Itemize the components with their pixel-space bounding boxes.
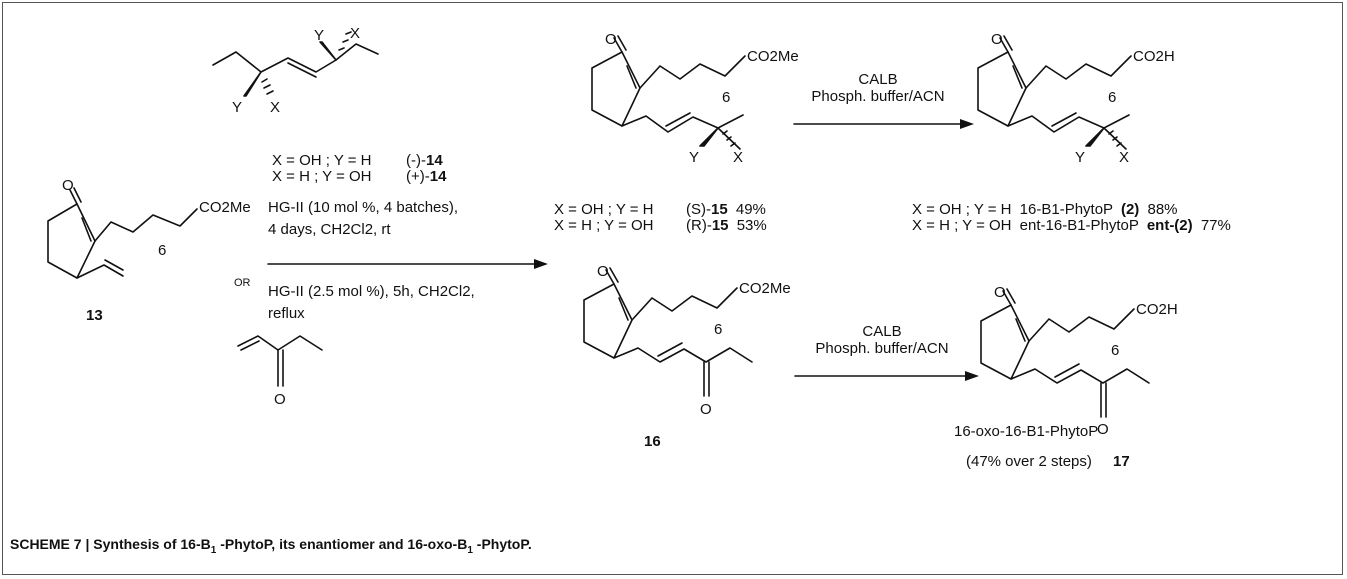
svg-text:X = OH ; Y = H (-)-14: X = OH ; Y = H (-)-14 [272,152,443,169]
compound-16-structure [583,267,753,397]
compound-2-definitions: X = OH ; Y = H 16-B1-PhytoP (2) 88% X = … [912,201,1231,234]
caption-sub-2: 1 [467,544,473,556]
compound-15-x-label: X [733,149,743,166]
c14-line2-stereo: (+)- [406,168,430,185]
compound-16-number: 16 [644,433,661,450]
caption-sub-1: 1 [210,544,217,556]
svg-text:X = H ; Y = OH ent-16-B1: X = H ; Y = OH ent-16-B1-PhytoP ent-(2) … [912,217,1231,234]
compound-17-acid-label: CO2H [1136,301,1178,318]
enone-reagent-structure [237,335,323,387]
c2-line1-def: X = OH ; Y = H [912,201,1012,218]
compound-15-definitions: X = OH ; Y = H (S)-15 49% X = H ; Y = OH… [554,201,767,234]
c15-line1-stereo: (S)- [686,201,711,218]
compound-15-y-label: Y [689,149,699,166]
compound-15-chain-index: 6 [722,89,730,106]
metathesis-route2-line1: HG-II (2.5 mol %), 5h, CH2Cl2, [268,283,475,300]
c14-line2-def: X = H ; Y = OH [272,168,372,185]
compound-14-y-bottom: Y [232,99,242,116]
compound-17-name: 16-oxo-16-B1-PhytoP [954,423,1098,440]
compound-2-carbonyl-o: O [991,31,1003,48]
c15-line2-yield: 53% [737,217,767,234]
compound-16-ester-label: CO2Me [739,280,791,297]
or-label: OR [234,277,251,289]
c2-line2-def: X = H ; Y = OH [912,217,1012,234]
c14-line1-number: 14 [426,152,443,169]
compound-13-chain-index: 6 [158,242,166,259]
compound-13-ester-label: CO2Me [199,199,251,216]
c15-line1-number: 15 [711,201,728,218]
c2-line2-ref: ent-(2) [1147,217,1193,234]
c15-line1-def: X = OH ; Y = H [554,201,654,218]
c14-line1-stereo: (-)- [406,152,426,169]
hydrolysis-top-medium: Phosph. buffer/ACN [811,88,944,105]
compound-16-chain-index: 6 [714,321,722,338]
compound-17-carbonyl-o: O [994,284,1006,301]
caption-prefix: SCHEME 7 | Synthesis of 16-B [10,536,211,552]
c2-line1-ref: (2) [1121,201,1139,218]
svg-text:X = OH ; Y = H 16-B1-Phy: X = OH ; Y = H 16-B1-PhytoP (2) 88% [912,201,1178,218]
hydrolysis-bottom-enzyme: CALB [862,323,901,340]
hydrolysis-arrow-bottom-head [965,371,979,381]
c14-line2-number: 14 [430,168,447,185]
svg-text:X = OH ; Y = H (S)-15: X = OH ; Y = H (S)-15 49% [554,201,766,218]
compound-17-ketone-o: O [1097,421,1109,438]
c15-line2-number: 15 [712,217,729,234]
hydrolysis-arrow-top-head [960,119,974,129]
compound-15-ester-label: CO2Me [747,48,799,65]
compound-17-chain-index: 6 [1111,342,1119,359]
compound-13-carbonyl-o: O [62,177,74,194]
hydrolysis-bottom-medium: Phosph. buffer/ACN [815,340,948,357]
compound-14-x-top: X [350,25,360,42]
caption-suffix: -PhytoP. [472,536,532,552]
compound-17-structure [980,288,1150,418]
enone-carbonyl-o: O [274,391,286,408]
compound-14-definitions: X = OH ; Y = H (-)-14 X = H ; Y = OH (+)… [272,152,447,185]
metathesis-route2-line2: reflux [268,305,305,322]
compound-2-y-label: Y [1075,149,1085,166]
hydrolysis-top-enzyme: CALB [858,71,897,88]
c14-line1-def: X = OH ; Y = H [272,152,372,169]
compound-17-yield-note: (47% over 2 steps) [966,453,1092,470]
metathesis-route1-line1: HG-II (10 mol %, 4 batches), [268,199,458,216]
scheme-caption: SCHEME 7 | Synthesis of 16-B1 -PhytoP, i… [10,536,532,556]
c2-line1-name: 16-B1-PhytoP [1020,201,1113,218]
metathesis-route1-line2: 4 days, CH2Cl2, rt [268,221,391,238]
compound-15-carbonyl-o: O [605,31,617,48]
compound-14-structure [212,31,379,97]
compound-2-structure [977,35,1132,150]
c2-line2-yield: 77% [1201,217,1231,234]
compound-14-x-bottom: X [270,99,280,116]
c15-line2-def: X = H ; Y = OH [554,217,654,234]
compound-2-acid-label: CO2H [1133,48,1175,65]
svg-text:X = H ; Y = OH (+)-14: X = H ; Y = OH (+)-14 [272,168,447,185]
c2-line2-name: ent-16-B1-PhytoP [1020,217,1139,234]
compound-15-structure [591,35,746,150]
compound-16-ketone-o: O [700,401,712,418]
compound-2-x-label: X [1119,149,1129,166]
compound-14-y-top: Y [314,27,324,44]
compound-13-number: 13 [86,307,103,324]
caption-middle: -PhytoP, its enantiomer and 16-oxo-B [216,536,468,552]
compound-16-carbonyl-o: O [597,263,609,280]
c2-line1-yield: 88% [1147,201,1177,218]
c15-line2-stereo: (R)- [686,217,712,234]
metathesis-arrow-head [534,259,548,269]
compound-17-number: 17 [1113,453,1130,470]
c15-line1-yield: 49% [736,201,766,218]
compound-2-chain-index: 6 [1108,89,1116,106]
svg-text:X = H ; Y = OH (R)-15: X = H ; Y = OH (R)-15 53% [554,217,767,234]
compound-13-structure [47,187,198,279]
